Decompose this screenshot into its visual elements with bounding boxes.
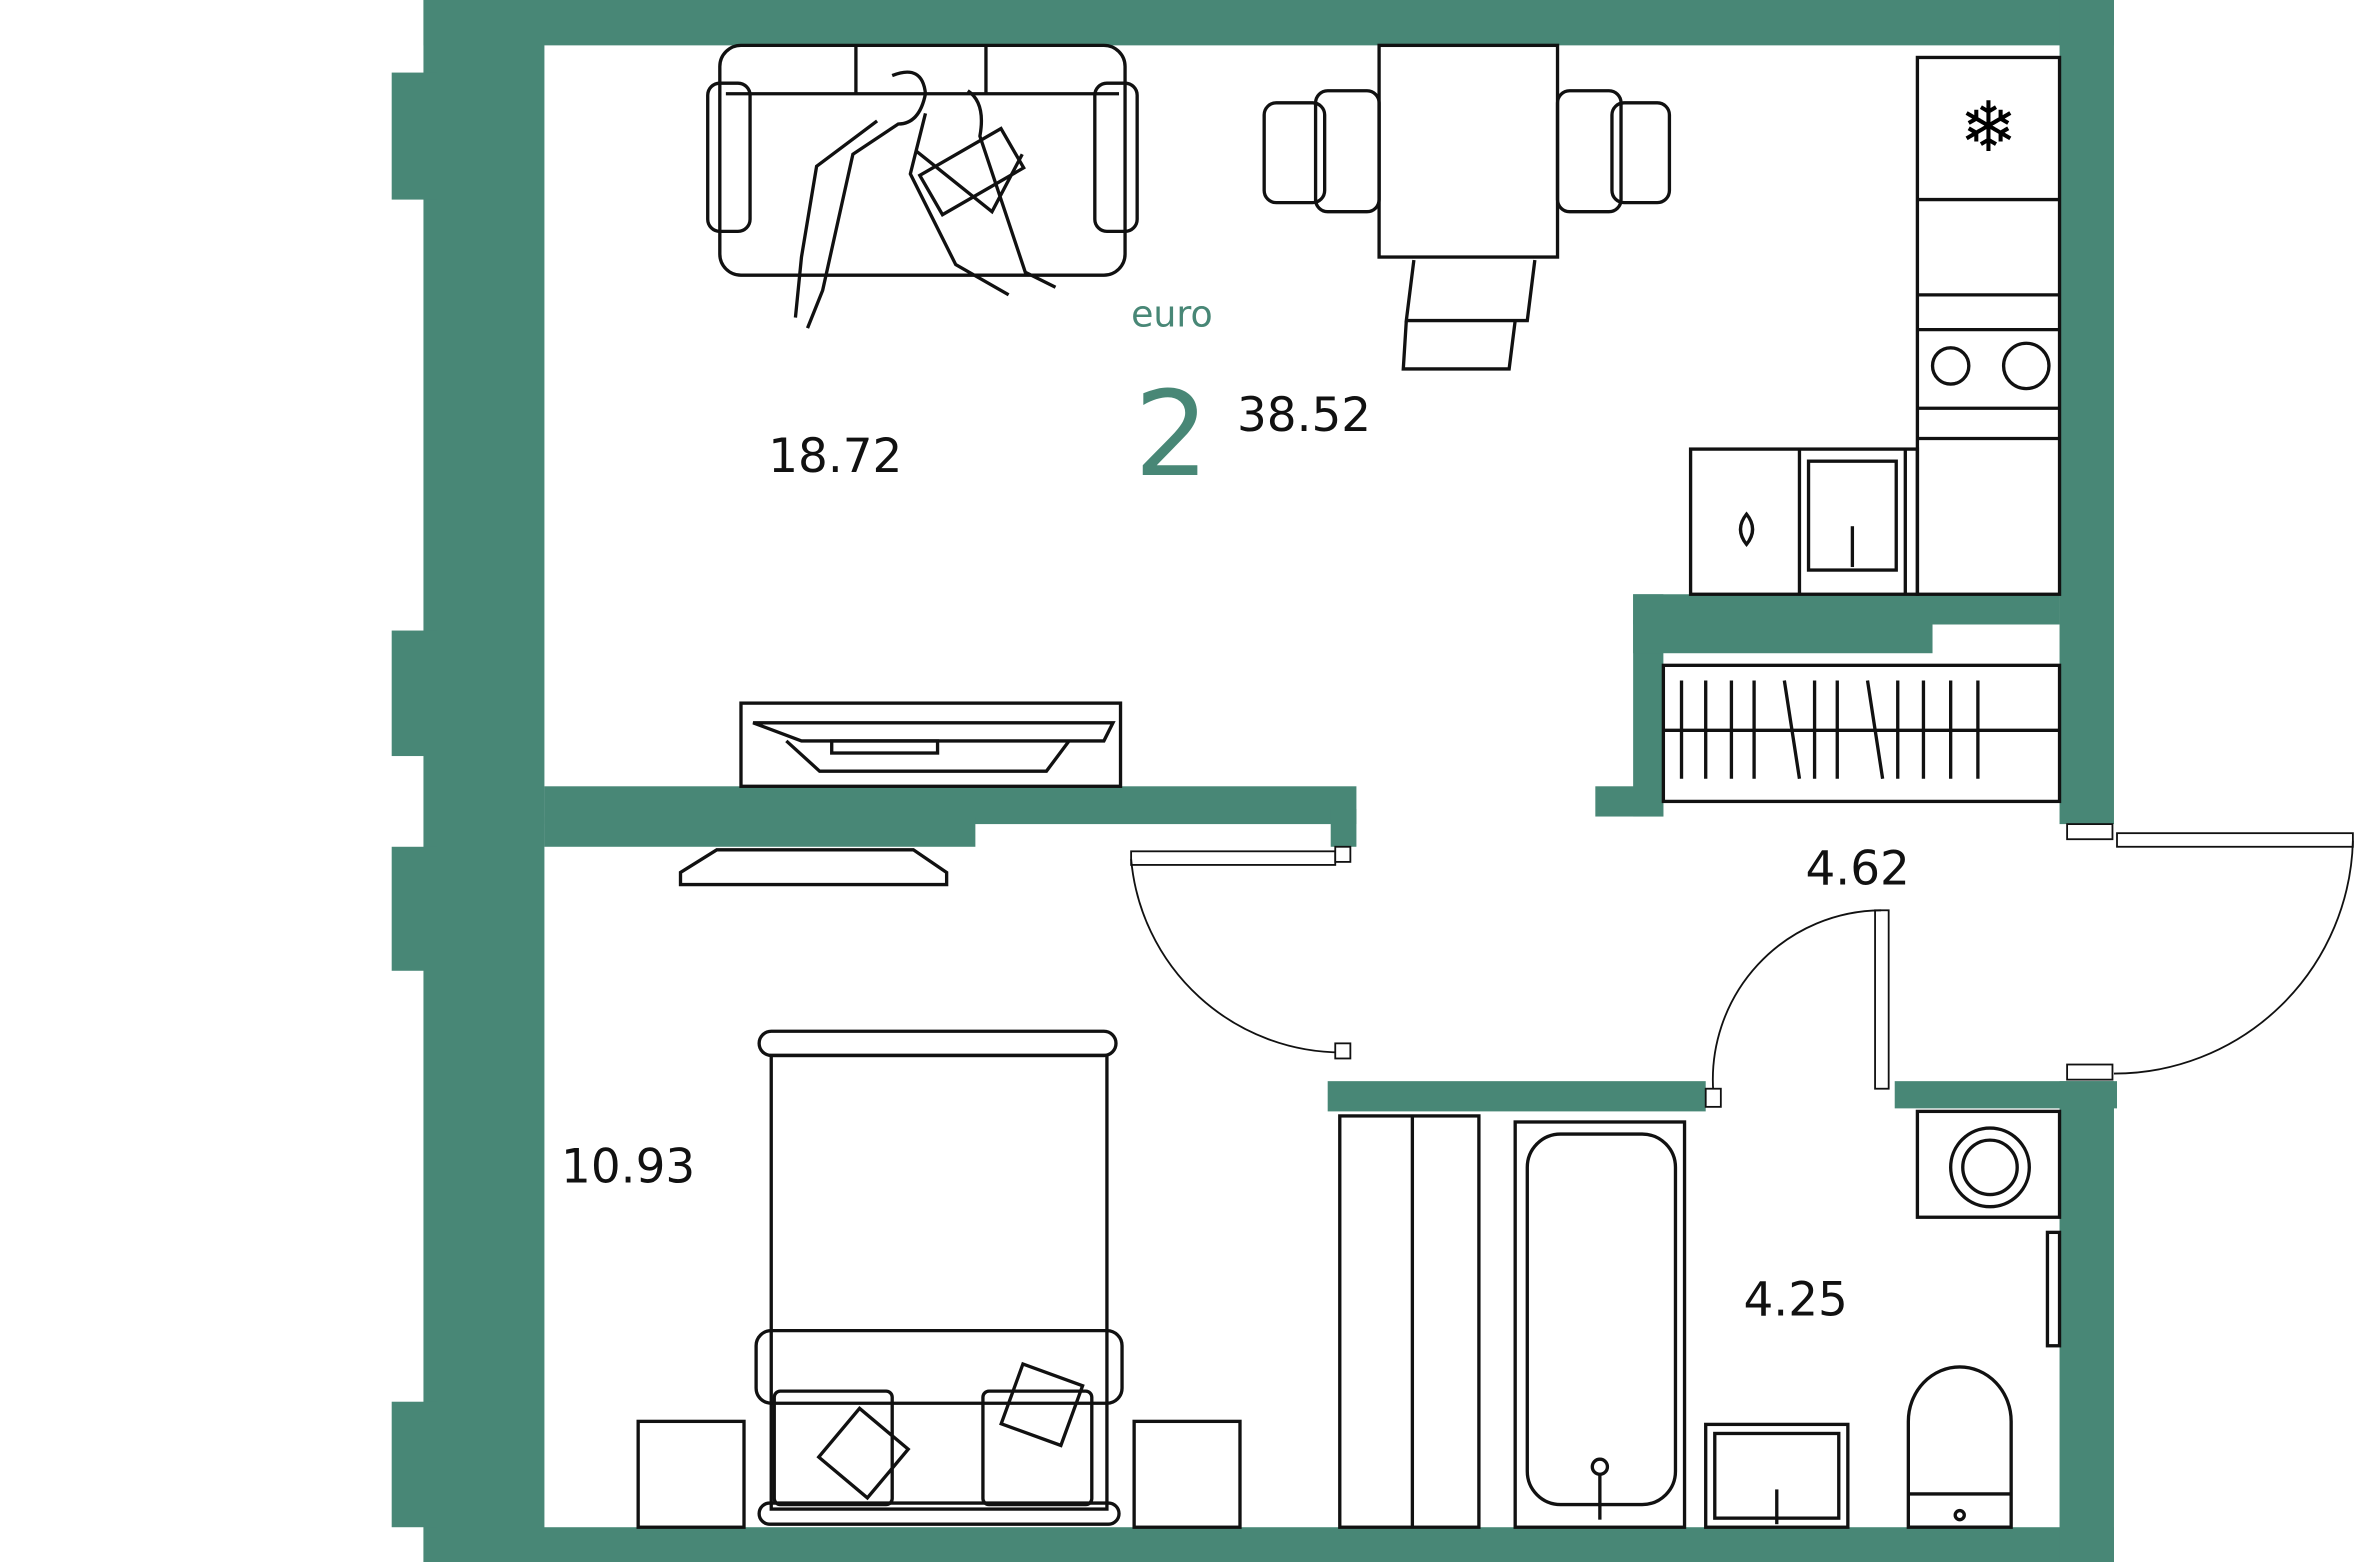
- nightstand: [636, 1419, 746, 1529]
- kitchen-sink: [1806, 459, 1898, 572]
- bathroom-sink: [1704, 1422, 1850, 1529]
- kitchen-set: ❄: [1688, 55, 2062, 596]
- tv-bedroom: [678, 848, 949, 887]
- entrance-door[interactable]: [2116, 832, 2354, 848]
- stove-burner: [1930, 346, 1971, 386]
- towel-rail: [2045, 1230, 2062, 1348]
- toilet: [1906, 1365, 2013, 1529]
- people-figure: [793, 70, 1057, 329]
- washing-machine: [1915, 1109, 2062, 1219]
- sofa: [706, 43, 1139, 277]
- bathroom-door[interactable]: [1874, 909, 1890, 1090]
- wardrobe-bathroom: [1338, 1114, 1481, 1529]
- water-drop-icon: [1738, 511, 1755, 548]
- nightstand: [1132, 1419, 1242, 1529]
- bedroom-door[interactable]: [1130, 850, 1337, 866]
- wardrobe-hallway: [1661, 663, 2062, 804]
- doors: [1130, 823, 2354, 1108]
- room-area-hallway: 4.62: [1806, 842, 1910, 897]
- room-area-living: 18.72: [768, 429, 902, 484]
- stove-burner: [2001, 341, 2051, 391]
- room-area-bathroom: 4.25: [1744, 1273, 1848, 1328]
- dining-table: [1262, 43, 1672, 371]
- bed: [754, 1029, 1124, 1526]
- walls: [391, 0, 2118, 1562]
- total-area: 38.52: [1237, 388, 1371, 443]
- room-area-bedroom: 10.93: [561, 1139, 695, 1194]
- snowflake-icon: ❄: [1959, 87, 2017, 168]
- apartment-type-label: euro: [1131, 293, 1213, 336]
- rooms-count: 2: [1134, 366, 1209, 503]
- tv-stand: [739, 701, 1123, 788]
- bathtub: [1513, 1120, 1687, 1529]
